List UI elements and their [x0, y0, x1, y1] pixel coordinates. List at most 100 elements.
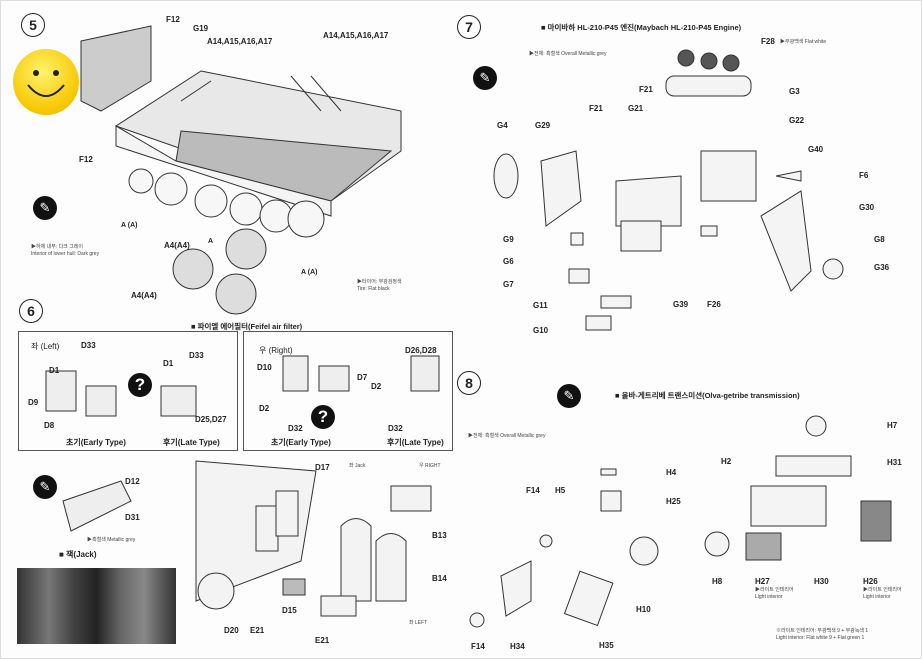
- part-label: F28: [761, 37, 775, 46]
- paint-note-ko: ▶라이트 인테리어: [863, 587, 902, 593]
- part-label: D10: [257, 363, 272, 372]
- smiley-face-sticker: [13, 49, 79, 115]
- early-type-label: 초기(Early Type): [66, 438, 126, 447]
- part-label: F26: [707, 300, 721, 309]
- part-label: E21: [250, 626, 265, 635]
- part-label: A4(A4): [164, 241, 190, 250]
- hull-drawing: [80, 25, 402, 217]
- part-label: A4(A4): [131, 291, 157, 300]
- early-type-label: 초기(Early Type): [271, 438, 331, 447]
- part-label: H27: [755, 577, 770, 586]
- jack-title: ■ 잭(Jack): [59, 550, 97, 559]
- paint-mix-en: Light interior: Flat white 9 + Flat gree…: [776, 635, 865, 641]
- part-label: F12: [79, 155, 93, 164]
- paint-note-en: Light interior: [863, 594, 891, 600]
- part-label: F21: [589, 104, 603, 113]
- part-label: G6: [503, 257, 514, 266]
- part-label: D32: [388, 424, 403, 433]
- paint-note: ▶전체: 흑철색 Overall Metallic grey: [529, 51, 607, 57]
- paint-note-en: Interior of lower hull: Dark grey: [31, 251, 100, 257]
- part-label: D33: [189, 351, 204, 360]
- paint-brush-icon: ✎: [33, 475, 57, 499]
- part-label: B13: [432, 531, 447, 540]
- late-type-label: 후기(Late Type): [163, 438, 220, 447]
- part-label: G21: [628, 104, 644, 113]
- part-label: G36: [874, 263, 890, 272]
- part-label: D1: [49, 366, 60, 375]
- smiley-face-icon: [27, 70, 65, 97]
- part-label: G39: [673, 300, 689, 309]
- paint-note-ko: ▶타이어: 무광검정색: [357, 279, 402, 285]
- part-label: D26,D28: [405, 346, 437, 355]
- part-label: G8: [874, 235, 885, 244]
- part-label: H30: [814, 577, 829, 586]
- part-label: D2: [259, 404, 270, 413]
- part-label: D1: [163, 359, 174, 368]
- part-label: A14,A15,A16,A17: [207, 37, 273, 46]
- part-label: H5: [555, 486, 566, 495]
- part-label: D33: [81, 341, 96, 350]
- section-title: ■ 파이엘 에어필터(Feifel air filter): [191, 322, 303, 331]
- part-label: F6: [859, 171, 869, 180]
- part-label: G10: [533, 326, 549, 335]
- part-label: G22: [789, 116, 805, 125]
- part-label: G29: [535, 121, 551, 130]
- paint-note: ▶흑철색 Metallic grey: [87, 537, 136, 543]
- side-label: 좌 (Left): [31, 342, 60, 351]
- part-label: G19: [193, 24, 209, 33]
- step-5-number: 5: [21, 13, 45, 37]
- part-label: D2: [371, 382, 382, 391]
- part-label: G30: [859, 203, 875, 212]
- step-7-number: 7: [457, 15, 481, 39]
- part-label: H31: [887, 458, 902, 467]
- paint-note-en: Tire: Flat black: [357, 286, 390, 292]
- part-label: A14,A15,A16,A17: [323, 31, 389, 40]
- transmission-parts: [469, 415, 892, 628]
- paint-note-en: Light interior: [755, 594, 783, 600]
- part-label: F14: [471, 642, 485, 651]
- part-label: G4: [497, 121, 508, 130]
- question-icon: ?: [311, 405, 335, 429]
- part-label: 좌 LEFT: [409, 620, 428, 626]
- paint-brush-icon: ✎: [473, 66, 497, 90]
- paint-note-ko: ▶하체 내부: 다크 그레이: [31, 244, 83, 250]
- part-label: H34: [510, 642, 525, 651]
- part-label: 우 RIGHT: [419, 463, 441, 469]
- part-tree-badge: A (A): [301, 269, 318, 276]
- step-6-number: 6: [19, 299, 43, 323]
- part-label: H2: [721, 457, 732, 466]
- part-label: H26: [863, 577, 878, 586]
- part-label: H4: [666, 468, 677, 477]
- part-label: D15: [282, 606, 297, 615]
- part-label: G40: [808, 145, 824, 154]
- part-tree-badge: A: [208, 238, 214, 245]
- paint-note: ▶전체: 흑철색 Overall Metallic grey: [468, 433, 546, 439]
- part-label: D9: [28, 398, 39, 407]
- paint-note: ▶무광백색 Flat white: [780, 39, 827, 45]
- part-label: 좌 Jack: [349, 463, 366, 469]
- late-type-label: 후기(Late Type): [387, 438, 444, 447]
- part-label: B14: [432, 574, 447, 583]
- step-8-number: 8: [457, 371, 481, 395]
- part-label: D7: [357, 373, 368, 382]
- engine-parts: [493, 49, 844, 331]
- part-label: G11: [533, 301, 548, 310]
- part-label: H8: [712, 577, 723, 586]
- section-title: ■ 마이바하 HL-210-P45 엔진(Maybach HL-210-P45 …: [541, 23, 742, 32]
- part-label: F14: [526, 486, 540, 495]
- part-label: D32: [288, 424, 303, 433]
- side-label: 우 (Right): [259, 346, 293, 355]
- part-label: D8: [44, 421, 55, 430]
- air-filter-parts: [45, 355, 440, 532]
- part-label: G3: [789, 87, 800, 96]
- right-filter-box: [243, 331, 453, 451]
- hull-rear-assembly: [195, 460, 432, 617]
- part-label: H10: [636, 605, 651, 614]
- part-label: D12: [125, 477, 140, 486]
- paint-mix-ko: ※라이트 인테리어: 무광백색 9 + 무광녹색 1: [776, 628, 869, 634]
- part-label: D31: [125, 513, 140, 522]
- part-label: H7: [887, 421, 898, 430]
